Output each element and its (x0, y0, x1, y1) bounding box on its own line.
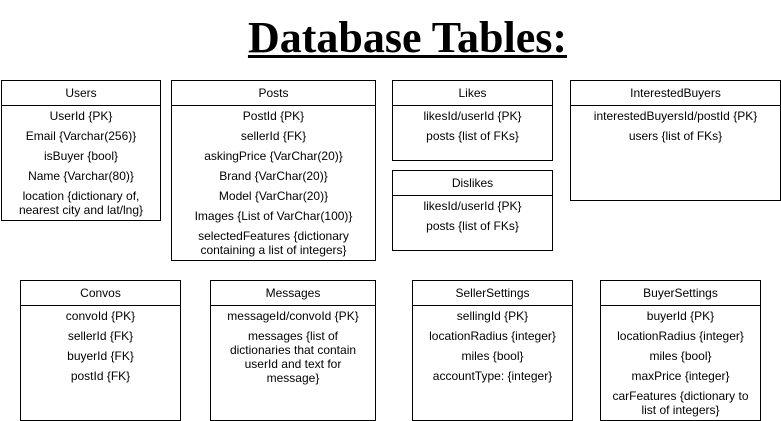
table-field: Model {VarChar(20)} (218, 189, 329, 203)
table-header-buyer-settings: BuyerSettings (601, 281, 760, 306)
table-field: miles {bool} (461, 349, 524, 363)
table-field: postId {FK} (70, 369, 131, 383)
table-field: Name {Varchar(80)} (28, 169, 134, 183)
table-likes: Likes likesId/userId {PK} posts {list of… (392, 80, 553, 161)
table-field: interestedBuyersId/postId {PK} (593, 109, 758, 123)
table-posts: Posts PostId {PK} sellerId {FK} askingPr… (171, 80, 376, 261)
table-field: miles {bool} (649, 349, 712, 363)
table-field: selectedFeatures {dictionary containing … (198, 229, 349, 257)
table-field: Brand {VarChar(20)} (219, 169, 328, 183)
table-field: buyerId {FK} (67, 349, 134, 363)
table-field: messageId/convoId {PK} (227, 309, 359, 323)
table-header-seller-settings: SellerSettings (413, 281, 572, 306)
table-header-dislikes: Dislikes (393, 171, 552, 196)
table-field: carFeatures {dictionary to list of integ… (612, 389, 749, 417)
table-seller-settings: SellerSettings sellingId {PK} locationRa… (412, 280, 573, 421)
table-field: likesId/userId {PK} (423, 109, 522, 123)
table-field: sellerId {FK} (240, 129, 307, 143)
table-buyer-settings: BuyerSettings buyerId {PK} locationRadiu… (600, 280, 761, 421)
table-header-users: Users (2, 81, 160, 106)
table-field: UserId {PK} (49, 109, 113, 123)
table-field: Images {List of VarChar(100)} (194, 209, 353, 223)
table-field: PostId {PK} (242, 109, 305, 123)
table-field: locationRadius {integer} (429, 329, 556, 343)
page-title: Database Tables: (247, 13, 568, 62)
table-header-interested-buyers: InterestedBuyers (571, 81, 780, 106)
table-field: isBuyer {bool} (43, 149, 119, 163)
table-field: askingPrice {VarChar(20)} (204, 149, 343, 163)
table-field: sellerId {FK} (67, 329, 134, 343)
table-field: locationRadius {integer} (617, 329, 744, 343)
table-field: maxPrice {integer} (631, 369, 730, 383)
table-field: accountType: {integer} (432, 369, 553, 383)
table-field: Email {Varchar(256)} (25, 129, 137, 143)
table-field: likesId/userId {PK} (423, 199, 522, 213)
table-field: sellingId {PK} (456, 309, 529, 323)
table-header-posts: Posts (172, 81, 375, 106)
table-users: Users UserId {PK} Email {Varchar(256)} i… (1, 80, 161, 221)
table-header-messages: Messages (211, 281, 375, 306)
table-convos: Convos convoId {PK} sellerId {FK} buyerI… (20, 280, 181, 421)
table-field: buyerId {PK} (646, 309, 715, 323)
table-field: posts {list of FKs} (426, 219, 519, 233)
table-dislikes: Dislikes likesId/userId {PK} posts {list… (392, 170, 553, 251)
table-header-likes: Likes (393, 81, 552, 106)
table-field: messages {list of dictionaries that cont… (229, 329, 357, 385)
table-interested-buyers: InterestedBuyers interestedBuyersId/post… (570, 80, 781, 201)
table-field: convoId {PK} (65, 309, 136, 323)
table-field: users {list of FKs} (628, 129, 723, 143)
table-field: posts {list of FKs} (426, 129, 519, 143)
table-header-convos: Convos (21, 281, 180, 306)
table-field: location {dictionary of, nearest city an… (18, 189, 144, 217)
table-messages: Messages messageId/convoId {PK} messages… (210, 280, 376, 421)
